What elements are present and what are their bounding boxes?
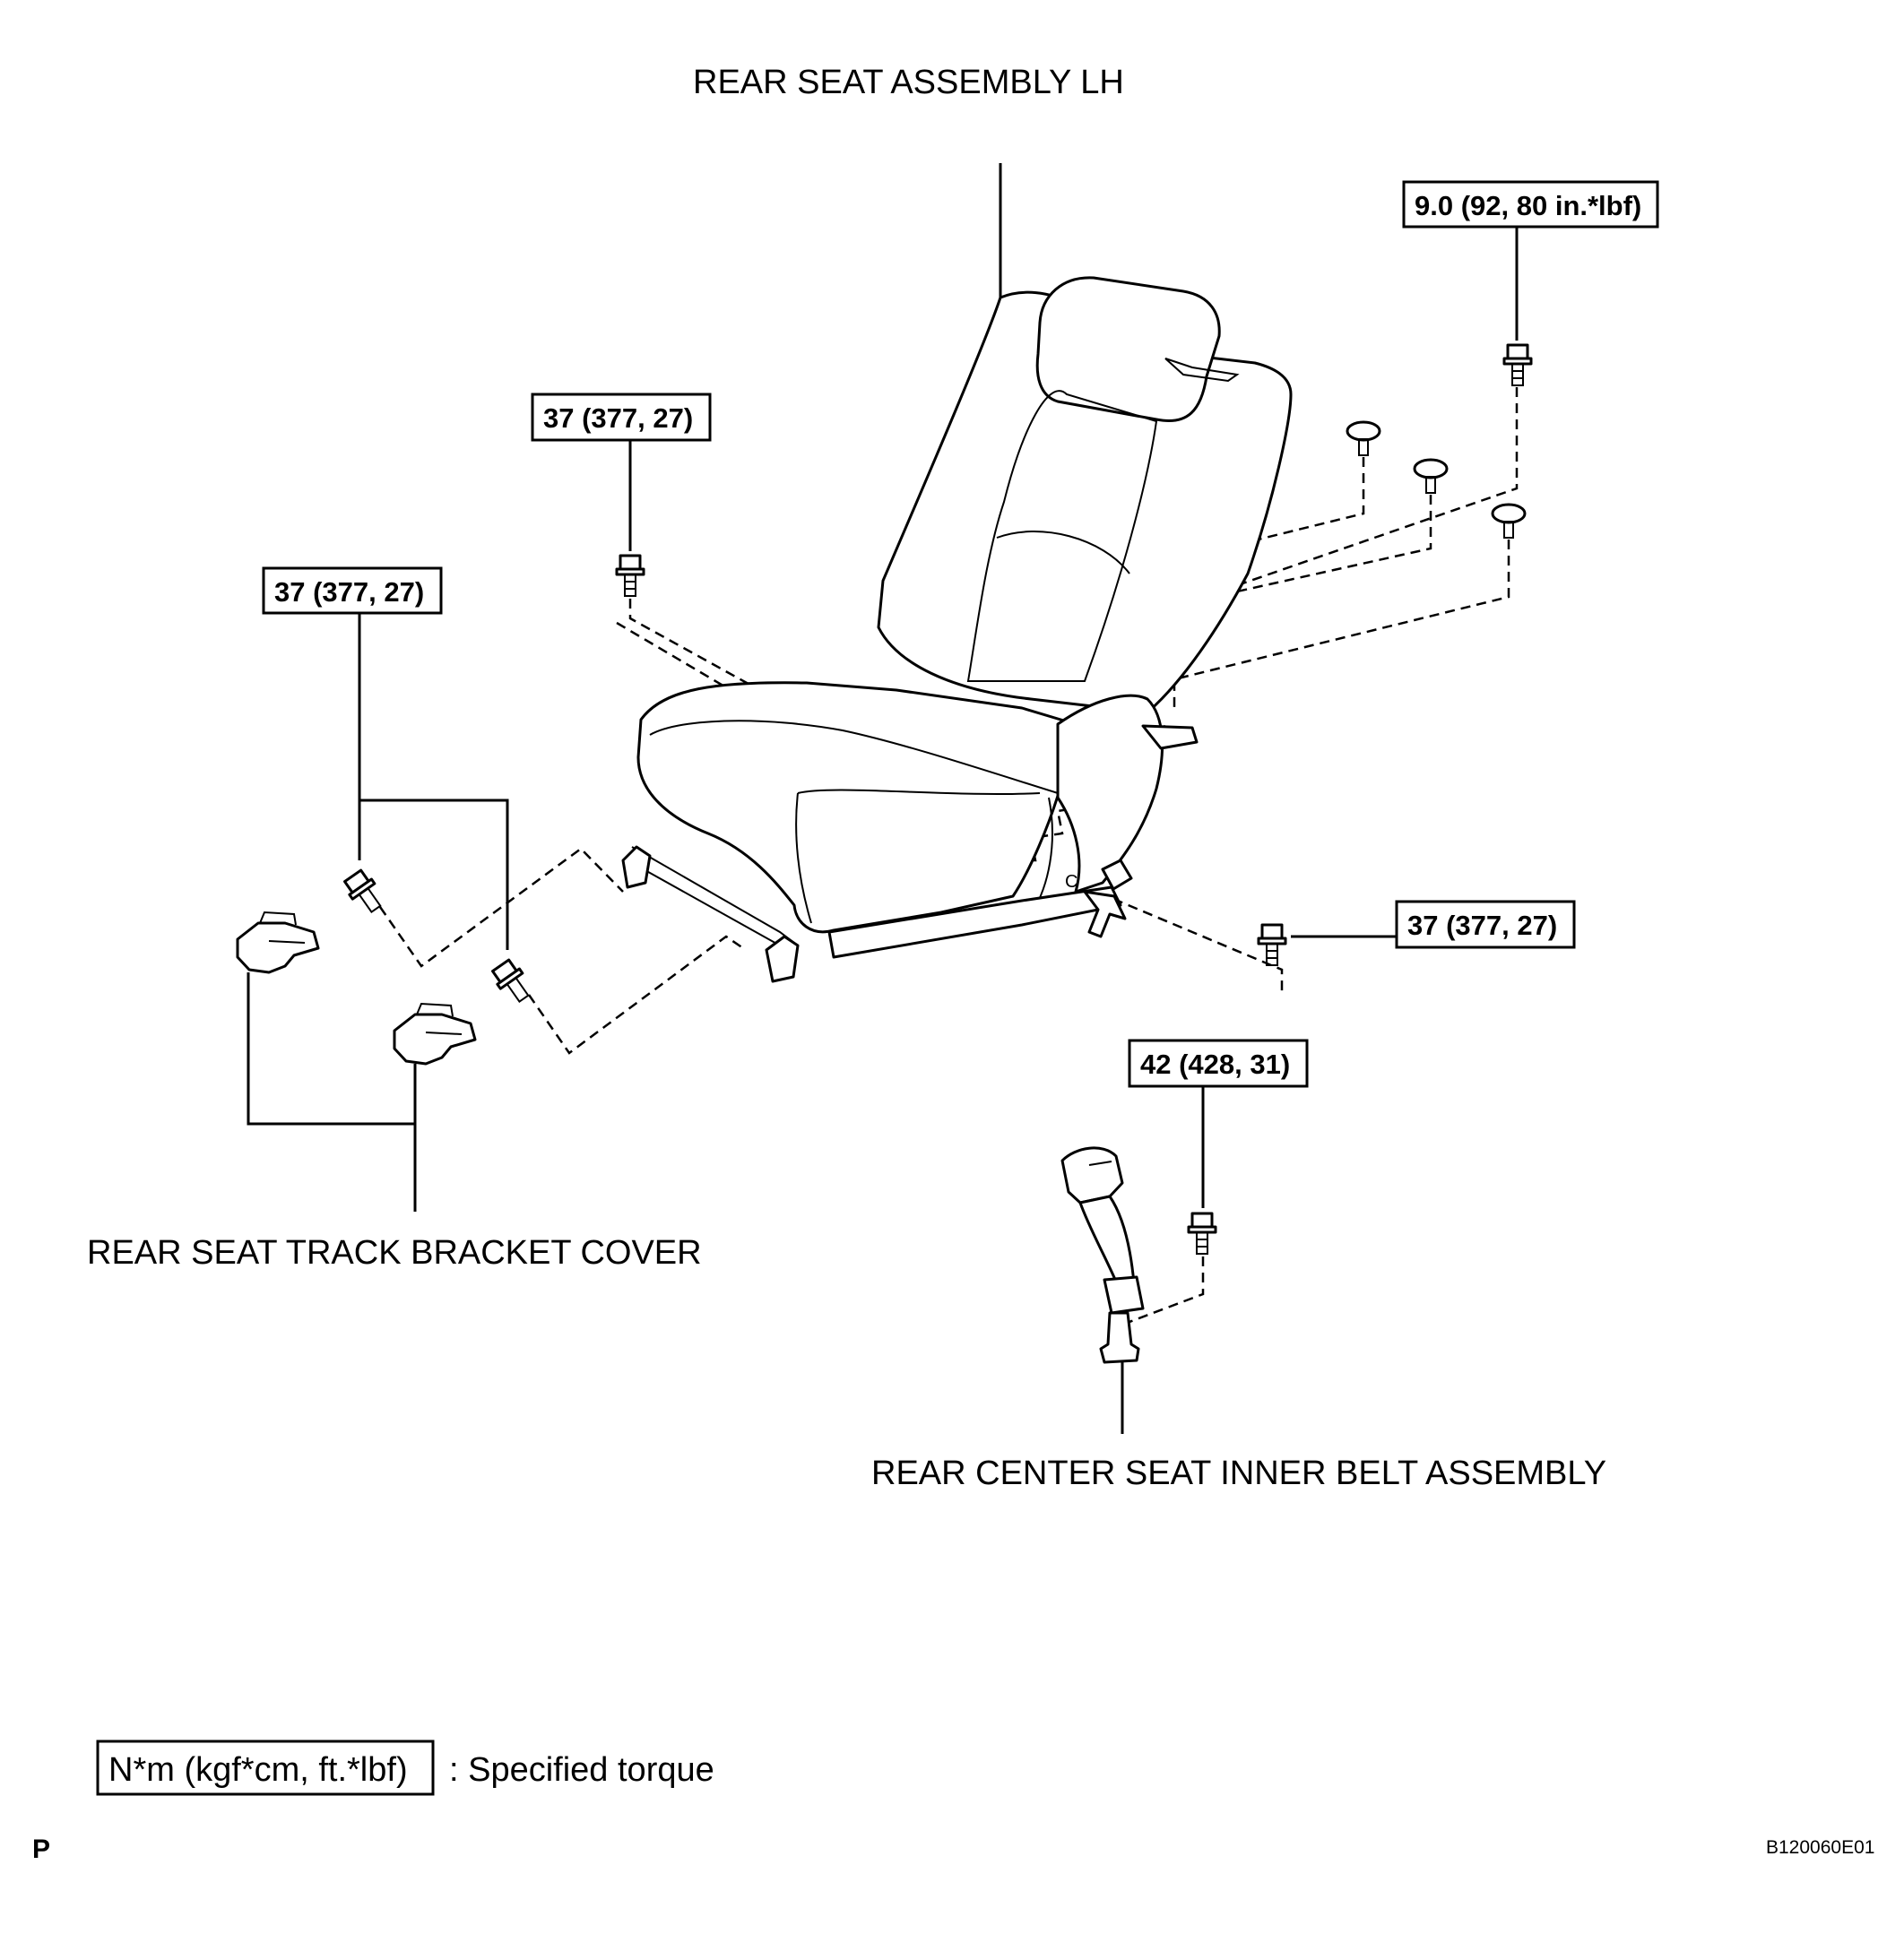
torque-value-1: 9.0 (92, 80 in.*lbf) [1415, 190, 1641, 221]
torque-value-3: 37 (377, 27) [274, 576, 424, 608]
rear-seat-assembly-drawing: C [621, 276, 1293, 983]
torque-value-4: 37 (377, 27) [1407, 910, 1557, 941]
torque-callout-1: 9.0 (92, 80 in.*lbf) [1402, 180, 1659, 341]
torque-value-2: 37 (377, 27) [543, 402, 693, 434]
legend-description: : Specified torque [449, 1751, 714, 1789]
inner-belt-assembly-drawing [1060, 1146, 1145, 1434]
bolt-icon [1257, 923, 1287, 966]
torque-callout-2: 37 (377, 27) [531, 393, 712, 551]
bolt-icon [615, 554, 645, 597]
clip-icon [1413, 458, 1449, 494]
torque-callout-3: 37 (377, 27) [262, 566, 509, 950]
seat-mark-text: C [1065, 872, 1077, 892]
bolt-icon [1187, 1212, 1217, 1255]
label-rear-seat-assembly: REAR SEAT ASSEMBLY LH [693, 64, 1124, 101]
page-letter: P [32, 1835, 50, 1864]
torque-legend: N*m (kgf*cm, ft.*lbf) : Specified torque [96, 1740, 714, 1796]
label-track-bracket-cover: REAR SEAT TRACK BRACKET COVER [87, 1234, 702, 1272]
legend-unit-box: N*m (kgf*cm, ft.*lbf) [108, 1751, 408, 1789]
clip-icon [1491, 503, 1527, 539]
torque-callout-4: 37 (377, 27) [1291, 900, 1576, 949]
torque-callout-5: 42 (428, 31) [1128, 1039, 1309, 1208]
track-bracket-cover-drawing [236, 911, 477, 1212]
bolt-icon [343, 868, 382, 914]
bolt-icon [491, 958, 530, 1004]
label-inner-belt-assembly: REAR CENTER SEAT INNER BELT ASSEMBLY [871, 1455, 1606, 1492]
torque-value-5: 42 (428, 31) [1140, 1049, 1290, 1080]
bolt-icon [1502, 343, 1533, 386]
figure-code: B120060E01 [1766, 1837, 1874, 1858]
clip-icon [1346, 420, 1381, 456]
